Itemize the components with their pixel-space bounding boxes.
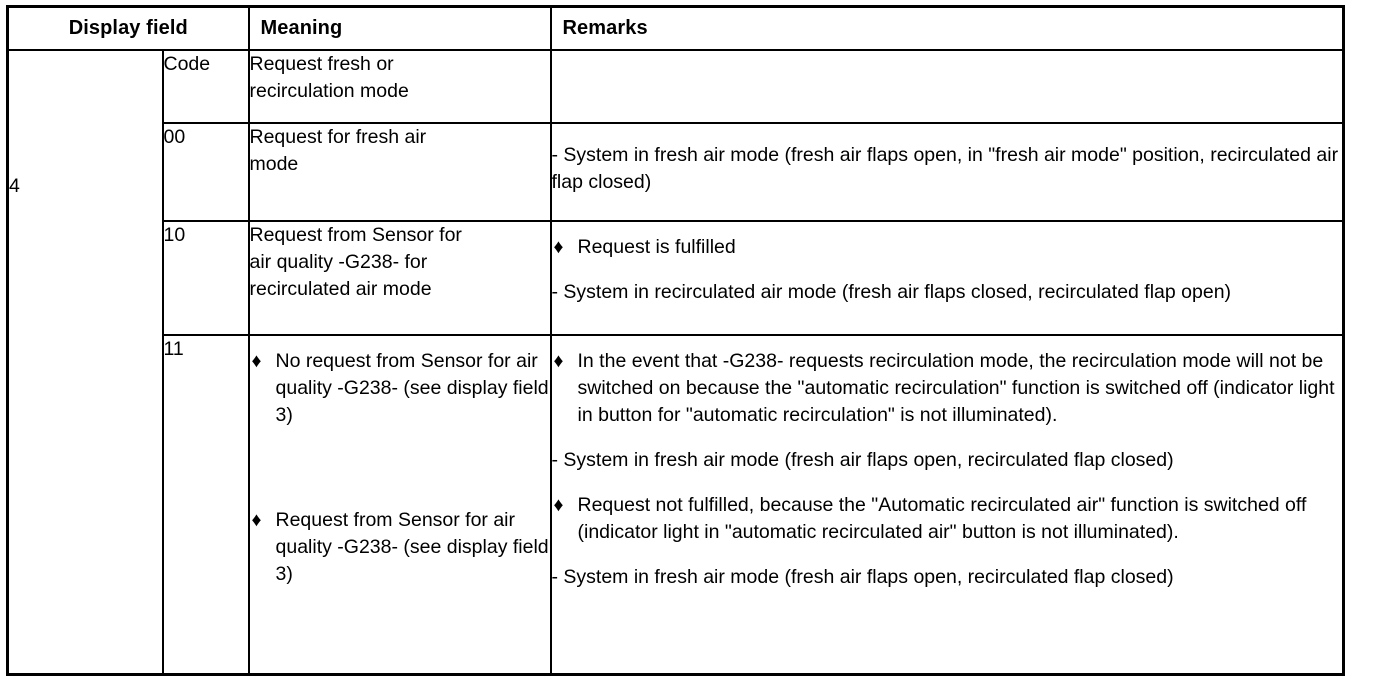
remark-text: Request is fulfilled xyxy=(577,236,736,259)
spacer xyxy=(552,336,1343,348)
diamond-bullet-icon: ♦ xyxy=(251,349,262,372)
table-row-10: 10 Request from Sensor for air quality -… xyxy=(8,220,1345,336)
table-row-11: 11 ♦ No request from Sensor for air qual… xyxy=(8,333,1345,676)
remark-dash-item: - System in fresh air mode (fresh air fl… xyxy=(551,565,1174,588)
meaning-line: Request from Sensor for xyxy=(249,224,462,247)
display-field-number-cell: 4 xyxy=(6,48,164,676)
remarks-cell-00: - System in fresh air mode (fresh air fl… xyxy=(549,122,1345,223)
remark-bullet-item: ♦ In the event that -G238- requests reci… xyxy=(552,348,1343,429)
remark-dash-item: - System in recirculated air mode (fresh… xyxy=(551,281,1232,304)
meaning-line: recirculation mode xyxy=(249,79,409,102)
table-row-00: 00 Request for fresh air mode - System i… xyxy=(8,122,1345,223)
remark-bullet-item: ♦ Request not fulfilled, because the "Au… xyxy=(552,492,1343,546)
code-cell-11: 11 xyxy=(161,333,250,676)
meaning-text: No request from Sensor for air quality -… xyxy=(275,349,549,426)
spacer xyxy=(552,222,1343,234)
remarks-cell-10: ♦ Request is fulfilled - System in recir… xyxy=(549,220,1345,336)
table-row-code: 4 Code Request fresh or recirculation mo… xyxy=(6,48,1345,676)
meaning-line: Request fresh or xyxy=(249,52,394,75)
spacer xyxy=(552,261,1343,279)
meaning-text: Request from Sensor for air quality -G23… xyxy=(275,508,549,585)
meaning-line: mode xyxy=(249,153,299,176)
remark-bullet-item: ♦ Request is fulfilled xyxy=(552,234,1343,261)
spacer xyxy=(250,336,550,348)
meaning-cell-00: Request for fresh air mode xyxy=(247,122,552,223)
diamond-bullet-icon: ♦ xyxy=(553,493,564,516)
spacer xyxy=(552,124,1343,142)
remarks-cell-code xyxy=(549,48,1345,125)
display-field-number: 4 xyxy=(9,174,20,197)
spacer xyxy=(552,546,1343,564)
meaning-cell-11: ♦ No request from Sensor for air quality… xyxy=(247,333,552,676)
column-header-meaning: Meaning xyxy=(247,5,552,51)
display-field-spec-table: Display field Meaning Remarks 4 Code Req… xyxy=(6,5,1345,676)
meaning-line: recirculated air mode xyxy=(249,278,432,301)
meaning-bullet-item: ♦ Request from Sensor for air quality -G… xyxy=(250,507,550,588)
table-header-row: Display field Meaning Remarks xyxy=(6,5,1345,51)
spacer xyxy=(552,429,1343,447)
diamond-bullet-icon: ♦ xyxy=(251,508,262,531)
code-cell-00: 00 xyxy=(161,122,250,223)
meaning-line: air quality -G238- for xyxy=(249,251,428,274)
spacer xyxy=(552,474,1343,492)
remark-text: In the event that -G238- requests recirc… xyxy=(577,349,1335,426)
remark-dash-item: - System in fresh air mode (fresh air fl… xyxy=(551,448,1174,471)
diamond-bullet-icon: ♦ xyxy=(553,236,564,259)
meaning-bullet-item: ♦ No request from Sensor for air quality… xyxy=(250,348,550,429)
remark-dash-item: - System in fresh air mode (fresh air fl… xyxy=(551,144,1339,194)
remarks-cell-11: ♦ In the event that -G238- requests reci… xyxy=(549,333,1345,676)
meaning-cell-code: Request fresh or recirculation mode xyxy=(247,48,552,125)
meaning-cell-10: Request from Sensor for air quality -G23… xyxy=(247,220,552,336)
remark-text: Request not fulfilled, because the "Auto… xyxy=(577,493,1307,543)
code-cell-code: Code xyxy=(161,48,250,125)
meaning-line: Request for fresh air xyxy=(249,126,427,149)
code-cell-10: 10 xyxy=(161,220,250,336)
column-header-display-field: Display field xyxy=(6,5,250,51)
spacer xyxy=(250,429,550,507)
diamond-bullet-icon: ♦ xyxy=(553,349,564,372)
column-header-remarks: Remarks xyxy=(549,5,1345,51)
